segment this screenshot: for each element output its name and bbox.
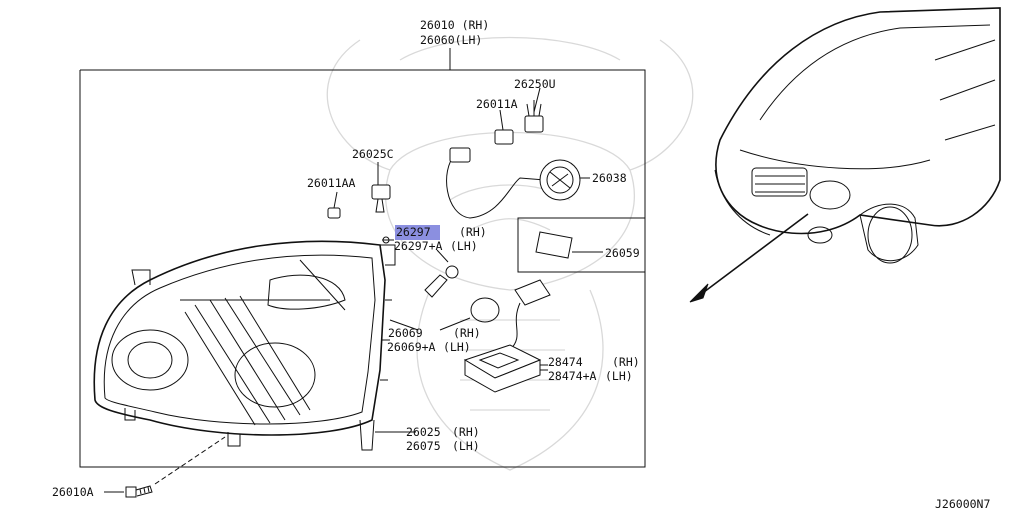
ballast-28474[interactable] bbox=[463, 279, 551, 393]
note-rh: (RH) bbox=[459, 225, 487, 239]
part-number-26069[interactable]: 26069 bbox=[388, 326, 423, 340]
bulb-26011aa[interactable] bbox=[327, 191, 341, 219]
part-number-26038[interactable]: 26038 bbox=[592, 171, 627, 185]
note-lh: (LH) bbox=[452, 439, 480, 453]
harness-26025c[interactable] bbox=[446, 147, 546, 219]
vehicle-illustration bbox=[689, 7, 1001, 303]
note-lh: (LH) bbox=[450, 239, 478, 253]
cap-26038[interactable] bbox=[539, 159, 590, 201]
leader-lines bbox=[375, 239, 548, 433]
part-number-26297[interactable]: 26297 bbox=[396, 225, 431, 239]
watermark-emblem bbox=[326, 36, 694, 471]
part-number-26010[interactable]: 26010 bbox=[420, 18, 455, 32]
bolt-26010a[interactable] bbox=[104, 436, 226, 498]
bulb-26011a[interactable] bbox=[494, 109, 514, 145]
part-number-26011aa[interactable]: 26011AA bbox=[307, 176, 356, 190]
label-plate-26059[interactable] bbox=[535, 231, 603, 259]
note-rh: (RH) bbox=[452, 425, 480, 439]
headlamp-housing[interactable] bbox=[93, 240, 396, 451]
part-number-28474a[interactable]: 28474+A bbox=[548, 369, 597, 383]
part-number-26010a[interactable]: 26010A bbox=[52, 485, 94, 499]
note-lh: (LH) bbox=[443, 340, 471, 354]
part-number-26025[interactable]: 26025 bbox=[406, 425, 441, 439]
part-number-26069a[interactable]: 26069+A bbox=[387, 340, 436, 354]
part-number-26011a[interactable]: 26011A bbox=[476, 97, 518, 111]
part-number-26075[interactable]: 26075 bbox=[406, 439, 441, 453]
note-rh: (RH) bbox=[453, 326, 481, 340]
svg-text:26060(LH): 26060(LH) bbox=[420, 33, 482, 47]
note-rh: (RH) bbox=[612, 355, 640, 369]
svg-text:26010 (RH): 26010 (RH) bbox=[420, 18, 489, 32]
part-number-26060[interactable]: 26060 bbox=[420, 33, 455, 47]
oring-26069[interactable] bbox=[439, 297, 500, 331]
note-lh: (LH) bbox=[605, 369, 633, 383]
socket-26025c[interactable] bbox=[371, 162, 391, 213]
diagram-code: J26000N7 bbox=[935, 497, 990, 511]
label-group-assembly: 26010 (RH) 26060(LH) bbox=[420, 18, 489, 47]
assembly-frame bbox=[79, 48, 646, 468]
part-number-28474[interactable]: 28474 bbox=[548, 355, 583, 369]
part-number-26297a[interactable]: 26297+A bbox=[394, 239, 443, 253]
part-number-26250u[interactable]: 26250U bbox=[514, 77, 556, 91]
bulb-26250u[interactable] bbox=[524, 87, 544, 133]
part-number-26059[interactable]: 26059 bbox=[605, 246, 640, 260]
label-box-26059 bbox=[517, 217, 646, 273]
selected-part-highlight bbox=[395, 225, 440, 240]
part-number-26025c[interactable]: 26025C bbox=[352, 147, 394, 161]
note-lh: (LH) bbox=[455, 33, 483, 47]
note-rh: (RH) bbox=[462, 18, 490, 32]
